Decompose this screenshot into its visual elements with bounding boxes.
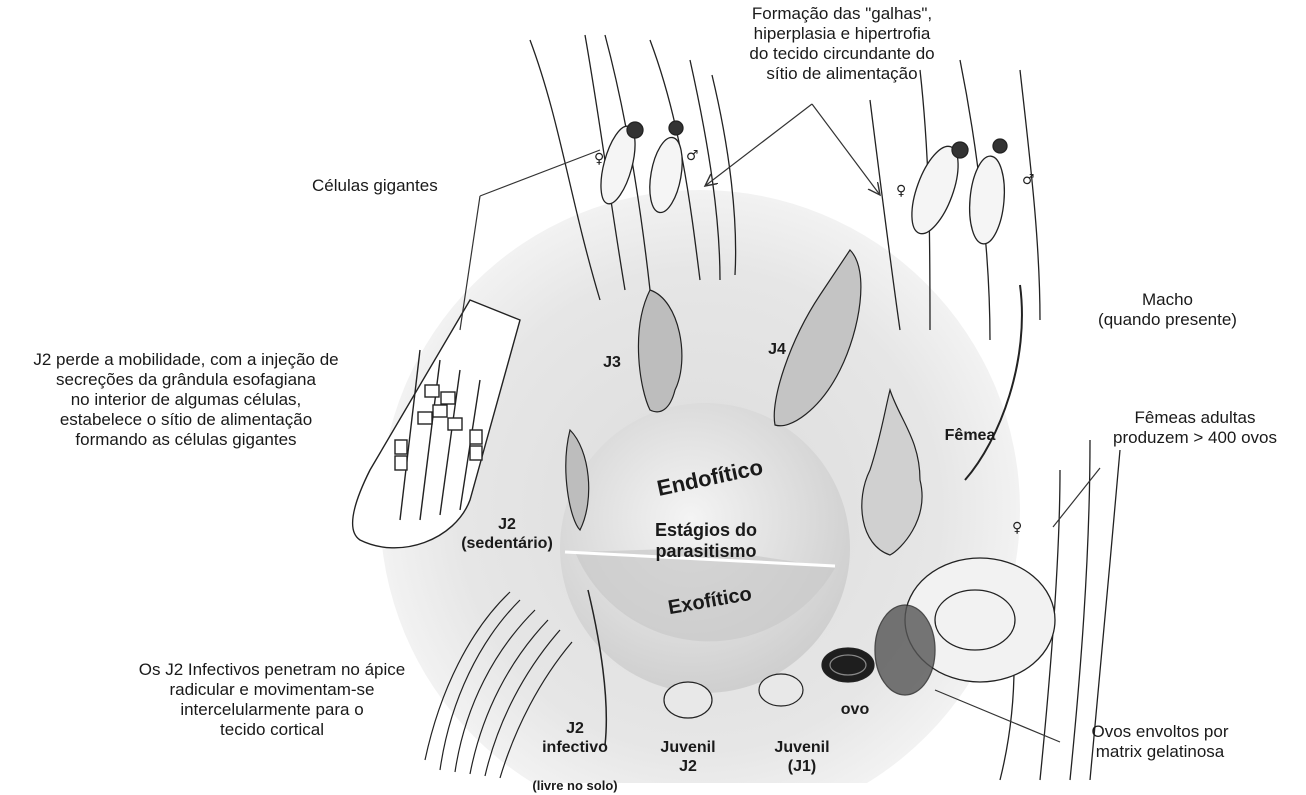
stage-label-juvenil-j1: Juvenil (J1) (762, 738, 842, 776)
stage-ovo-illustration (822, 648, 874, 682)
j2-perde-annotation: J2 perde a mobilidade, com a injeção de … (10, 350, 362, 450)
stage-label-juvenil-j2: Juvenil J2 (648, 738, 728, 776)
stage-label-femea: Fêmea (935, 426, 1005, 445)
stage-label-j2-sedentario: J2 (sedentário) (442, 515, 572, 553)
stage-label-ovo: ovo (830, 700, 880, 719)
stage-juvenil-j2-illustration (664, 682, 712, 718)
macho-annotation: Macho (quando presente) (1090, 290, 1245, 330)
stage-label-j4: J4 (762, 340, 792, 359)
ovos-leader (935, 690, 1060, 742)
celulas-leader-1 (480, 150, 600, 196)
stage-label-j2-infectivo-sub: (livre no solo) (532, 778, 617, 793)
center-label-estagios: Estágios do parasitismo (636, 520, 776, 562)
celulas-gigantes-annotation: Células gigantes (312, 176, 482, 196)
egg-mass (875, 605, 935, 695)
female-symbol-bottom-right: ♀ (1012, 520, 1022, 536)
galhas-annotation: Formação das "galhas", hiperplasia e hip… (712, 4, 972, 84)
stage-label-j3: J3 (597, 353, 627, 372)
male-symbol-top-left: ♂ (686, 148, 699, 164)
ovos-envoltos-annotation: Ovos envoltos por matrix gelatinosa (1070, 722, 1250, 762)
j2-infectivos-annotation: Os J2 Infectivos penetram no ápice radic… (118, 660, 426, 740)
root-illustration-top-right (870, 60, 1040, 340)
stage-label-j2-infectivo-main: J2 infectivo (542, 720, 608, 756)
female-symbol-top-left: ♀ (594, 151, 604, 167)
female-symbol-top-right: ♀ (896, 183, 906, 199)
stage-juvenil-j1-illustration (759, 674, 803, 706)
femeas-adultas-annotation: Fêmeas adultas produzem > 400 ovos (1090, 408, 1300, 448)
male-symbol-top-right: ♂ (1022, 172, 1035, 188)
stage-label-j2-infectivo: J2 infectivo (livre no solo) (520, 700, 630, 795)
galhas-leader-2 (812, 104, 880, 195)
